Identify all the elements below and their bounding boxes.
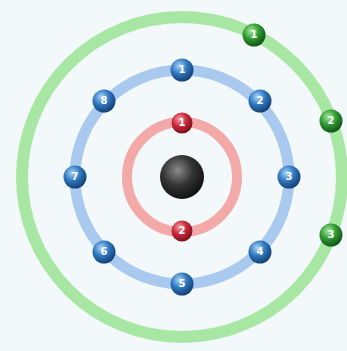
middle-electron: 1 [170, 58, 194, 82]
outer-electron: 1 [242, 23, 266, 47]
electron-number: 5 [179, 279, 186, 289]
middle-electron: 3 [277, 165, 301, 189]
electron-number: 3 [328, 230, 335, 240]
outer-electron: 2 [319, 109, 343, 133]
electron-number: 4 [257, 247, 264, 257]
electron-number: 1 [179, 65, 186, 75]
middle-electron: 7 [63, 165, 87, 189]
electron-number: 3 [286, 172, 293, 182]
electron-number: 2 [257, 96, 264, 106]
electron-number: 6 [101, 247, 108, 257]
outer-electron: 3 [319, 223, 343, 247]
middle-electron: 4 [248, 240, 272, 264]
middle-shell [75, 70, 289, 284]
outer-shell [22, 17, 342, 337]
middle-electron: 6 [92, 240, 116, 264]
middle-electron: 5 [170, 272, 194, 296]
middle-electron: 2 [248, 89, 272, 113]
electron-number: 1 [179, 118, 186, 128]
inner-shell [127, 122, 237, 232]
middle-electron: 8 [92, 89, 116, 113]
inner-electron: 1 [171, 112, 193, 134]
nucleus [160, 155, 204, 199]
electron-number: 7 [72, 172, 79, 182]
electron-number: 2 [179, 226, 186, 236]
inner-electron: 2 [171, 220, 193, 242]
electron-number: 8 [101, 96, 108, 106]
electron-number: 2 [328, 116, 335, 126]
electron-number: 1 [251, 30, 258, 40]
